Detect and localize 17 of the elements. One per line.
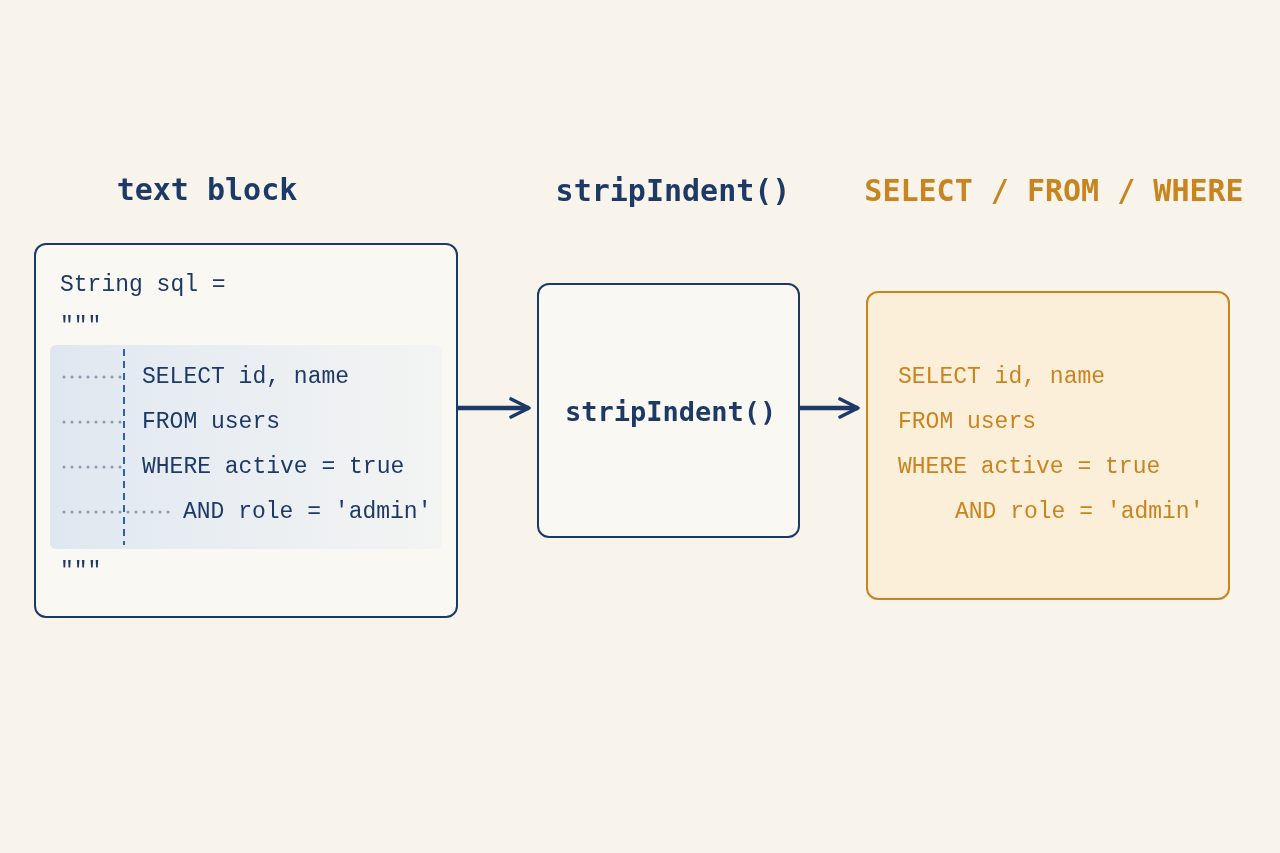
heading: text block bbox=[116, 172, 298, 207]
heading: SELECT / FROM / WHERE bbox=[864, 173, 1244, 208]
code-line: SELECT id, name bbox=[142, 363, 350, 391]
function-label: stripIndent() bbox=[565, 398, 777, 426]
arrow bbox=[800, 397, 860, 419]
code-line: AND role = 'admin' bbox=[183, 498, 432, 526]
code-line: """ bbox=[60, 313, 102, 341]
heading: stripIndent() bbox=[555, 173, 791, 208]
code-line: SELECT id, name bbox=[898, 363, 1106, 391]
code-line: FROM users bbox=[142, 408, 281, 436]
code-line: WHERE active = true bbox=[142, 453, 405, 481]
code-line: WHERE active = true bbox=[898, 453, 1161, 481]
code-line: FROM users bbox=[898, 408, 1037, 436]
code-line: AND role = 'admin' bbox=[955, 498, 1204, 526]
arrow bbox=[458, 397, 531, 419]
code-line: String sql = bbox=[60, 271, 226, 299]
code-line: """ bbox=[60, 558, 102, 586]
